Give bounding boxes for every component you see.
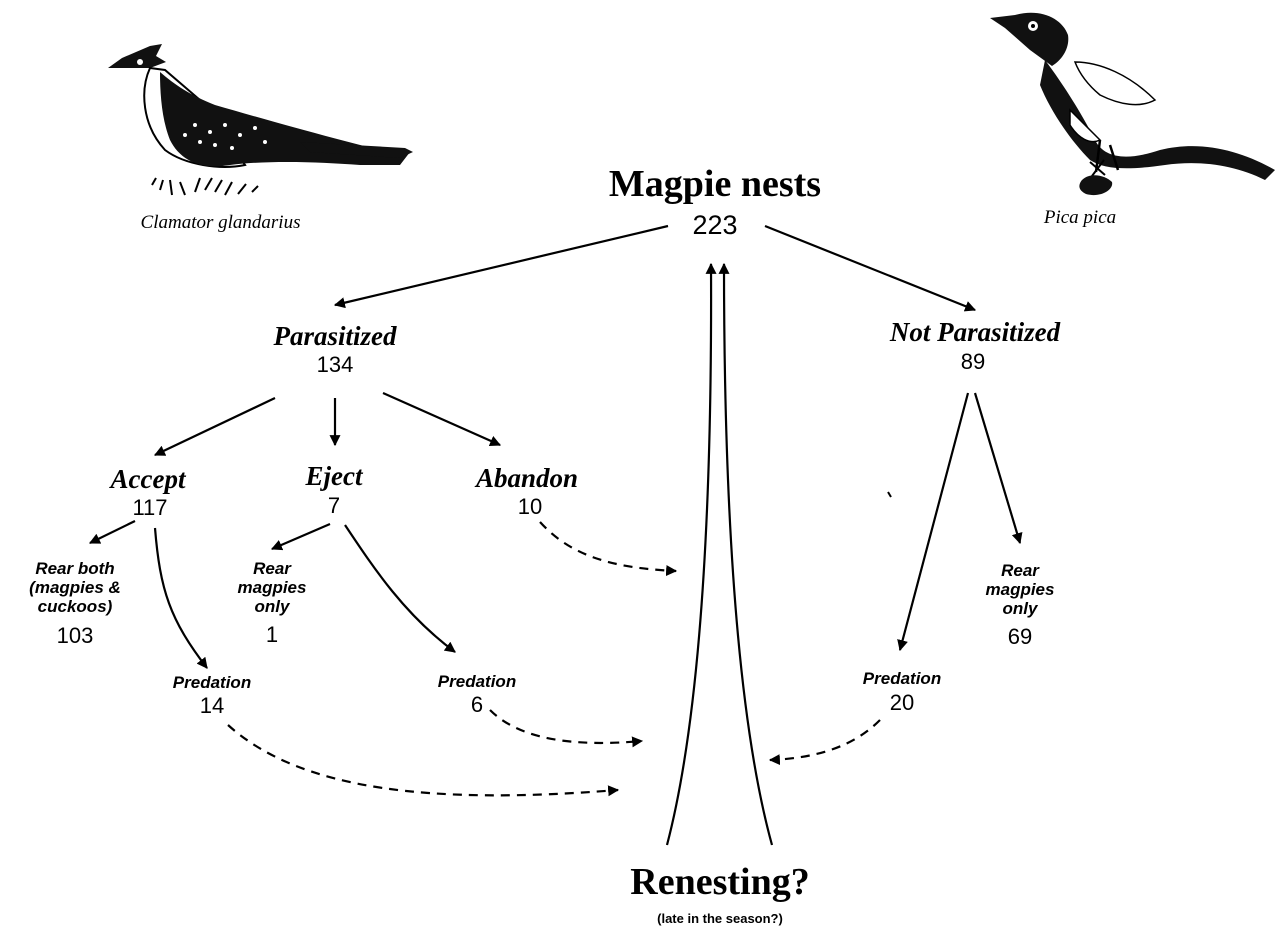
rear-eject-label: Rear magpies only [237,559,307,616]
eject-count: 7 [327,493,341,518]
rear-np-count: 69 [1007,624,1033,649]
parasitized-count: 134 [316,352,354,377]
parasitized-label: Parasitized [273,321,397,351]
not-parasitized-label: Not Parasitized [889,317,1061,347]
rear-eject-count: 1 [265,622,279,647]
renesting-label: Renesting? [630,861,810,903]
rear-both-count: 103 [56,623,94,648]
speck [887,491,892,498]
predation-eject-label: Predation [437,672,517,691]
predation-eject-count: 6 [470,692,484,717]
magpie-illustration [990,12,1275,196]
abandon-count: 10 [517,494,543,519]
accept-label: Accept [110,464,186,494]
cuckoo-illustration [108,44,413,196]
root-count: 223 [692,210,738,240]
abandon-label: Abandon [475,463,579,493]
accept-count: 117 [132,495,168,520]
rear-both-label: Rear both (magpies & cuckoos) [29,559,121,616]
cuckoo-species-label: Clamator glandarius [140,212,301,233]
solid-arrows [89,224,1023,846]
not-parasitized-count: 89 [960,349,986,374]
predation-np-label: Predation [862,669,942,688]
renesting-note: (late in the season?) [657,911,783,926]
dashed-arrows [227,521,881,797]
magpie-species-label: Pica pica [1043,207,1117,228]
eject-label: Eject [305,461,363,491]
predation-np-count: 20 [889,690,915,715]
rear-np-label: Rear magpies only [985,561,1055,618]
predation-accept-count: 14 [199,693,225,718]
predation-accept-label: Predation [172,673,252,692]
root-label: Magpie nests [608,163,822,205]
